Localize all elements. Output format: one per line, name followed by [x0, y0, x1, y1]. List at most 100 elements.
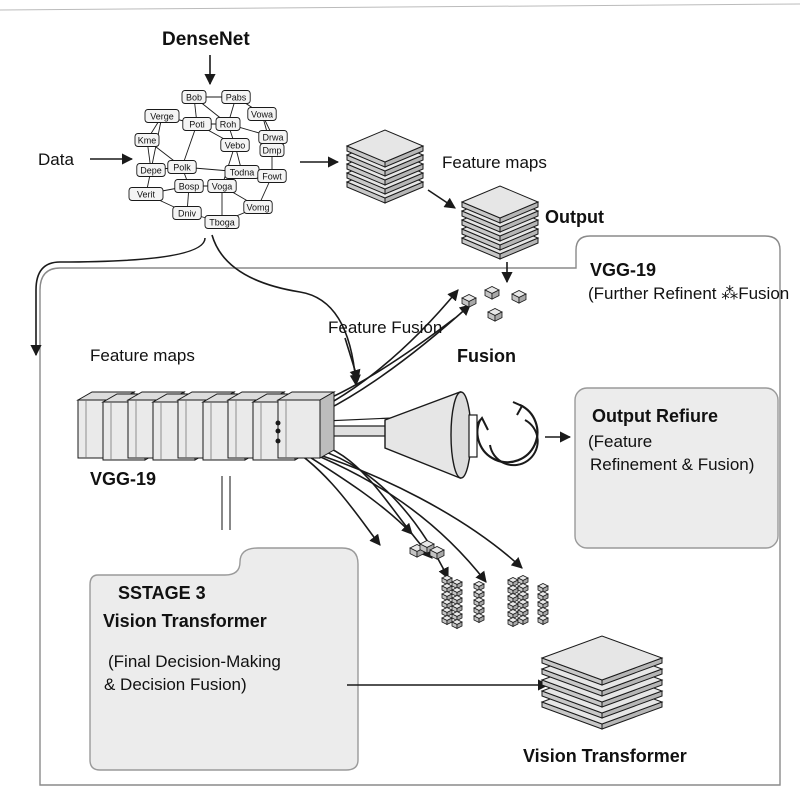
- mini-cube: [461, 294, 477, 308]
- data-label: Data: [38, 150, 74, 169]
- mini-cube: [507, 601, 519, 612]
- mini-cube: [429, 546, 445, 560]
- mini-cube: [537, 583, 549, 594]
- feature-maps-top-label: Feature maps: [442, 153, 547, 172]
- feature-maps-left-label: Feature maps: [90, 346, 195, 365]
- densenet-node-label: Pabs: [226, 92, 247, 102]
- arrow-to-output: [427, 189, 456, 209]
- vgg-down-stub: [221, 476, 231, 530]
- densenet-node-label: Bob: [186, 92, 202, 102]
- stage3-title: SSTAGE 3: [118, 583, 206, 603]
- densenet-node: Verge: [144, 109, 180, 123]
- arrow-feature-fusion: [344, 337, 361, 382]
- mini-cube: [473, 589, 485, 600]
- mini-cube: [441, 583, 453, 594]
- densenet-node-label: Drwa: [262, 132, 283, 142]
- densenet-node-label: Vebo: [225, 140, 246, 150]
- densenet-node: Kme: [134, 133, 160, 147]
- densenet-node-label: Roh: [220, 119, 237, 129]
- densenet-node-label: Poti: [189, 119, 205, 129]
- cube-columns: [441, 575, 549, 630]
- mini-cube: [419, 540, 435, 554]
- densenet-node-label: Vomg: [246, 202, 269, 212]
- densenet-node: Roh: [215, 117, 241, 131]
- densenet-node-label: Bosp: [179, 181, 200, 191]
- densenet-node: Pabs: [221, 90, 251, 104]
- refresh-icon: [473, 401, 539, 467]
- arrow-densenet-left: [30, 237, 206, 357]
- densenet-node: Polk: [167, 160, 197, 174]
- output-refine-line1: (Feature: [588, 432, 653, 451]
- output-refine-panel: [574, 387, 779, 549]
- output-refine-line2: Refinement & Fusion): [590, 455, 755, 474]
- densenet-node-label: Tboga: [209, 217, 235, 227]
- mini-cube: [517, 575, 529, 586]
- densenet-node-label: Kme: [138, 135, 157, 145]
- densenet-node: Dniv: [172, 206, 202, 220]
- top-right-frame-edge: [0, 3, 800, 11]
- vgg-right-title: VGG-19: [590, 260, 657, 280]
- refresh-slot: [468, 414, 478, 458]
- densenet-node: Depe: [136, 163, 166, 177]
- mini-cube: [537, 607, 549, 618]
- small-cubes: [409, 286, 527, 560]
- densenet-node-label: Fowt: [262, 171, 282, 181]
- mini-cube: [507, 617, 519, 628]
- stage3-line1: (Final Decision-Making: [108, 652, 281, 671]
- densenet-node-label: Depe: [140, 165, 162, 175]
- densenet-node-label: Polk: [173, 162, 191, 172]
- densenet-node: Voga: [207, 179, 237, 193]
- output-label: Output: [545, 207, 604, 227]
- fusion-label: Fusion: [457, 346, 516, 366]
- vgg-block: [276, 391, 336, 459]
- mini-cube: [473, 613, 485, 624]
- densenet-node-label: Vowa: [251, 109, 273, 119]
- densenet-node: Dmp: [259, 143, 285, 157]
- feature-maps-stack: [345, 129, 425, 204]
- feature-fusion-label: Feature Fusion: [328, 318, 443, 337]
- densenet-node: Vowa: [247, 107, 277, 121]
- stack-layer: [345, 129, 425, 168]
- vision-transformer-bottom-label: Vision Transformer: [523, 746, 687, 766]
- mini-cube: [517, 599, 529, 610]
- mini-cube: [451, 619, 463, 630]
- densenet-node: Bob: [181, 90, 207, 104]
- densenet-node-label: Verit: [137, 189, 156, 199]
- mini-cube: [473, 597, 485, 608]
- densenet-title: DenseNet: [162, 29, 250, 50]
- outer-frame: [39, 235, 781, 786]
- densenet-node-label: Voga: [212, 181, 233, 191]
- densenet-node-label: Dmp: [262, 145, 281, 155]
- vgg-ports: [275, 420, 281, 444]
- mini-cube: [473, 605, 485, 616]
- arrow-densenet-to-vgg: [211, 234, 361, 387]
- mini-cube: [451, 611, 463, 622]
- densenet-node: Verit: [128, 187, 164, 201]
- vgg-right-subtitle: (Further Refinent ⁂Fusion: [588, 284, 790, 303]
- densenet-node: Fowt: [257, 169, 287, 183]
- vision-transformer-stack: [540, 635, 664, 730]
- densenet-node: Tboga: [204, 215, 240, 229]
- stack-layer: [460, 185, 540, 224]
- densenet-node: Bosp: [174, 179, 204, 193]
- fusion-funnel: [319, 390, 472, 480]
- densenet-node: Vomg: [243, 200, 273, 214]
- mini-cube: [441, 615, 453, 626]
- mini-cube: [537, 615, 549, 626]
- mini-cube: [517, 615, 529, 626]
- densenet-node: Vebo: [220, 138, 250, 152]
- densenet-node-label: Dniv: [178, 208, 197, 218]
- mini-cube: [537, 591, 549, 602]
- mini-cube: [511, 290, 527, 304]
- densenet-node-label: Verge: [150, 111, 174, 121]
- densenet-node: Drwa: [258, 130, 288, 144]
- densenet-edge: [181, 123, 198, 168]
- mini-cube: [473, 581, 485, 592]
- stage3-line2: & Decision Fusion): [104, 675, 247, 694]
- densenet-node: Poti: [182, 117, 212, 131]
- densenet-node: Todna: [224, 165, 260, 179]
- mini-cube: [507, 609, 519, 620]
- stack-layer: [540, 635, 664, 686]
